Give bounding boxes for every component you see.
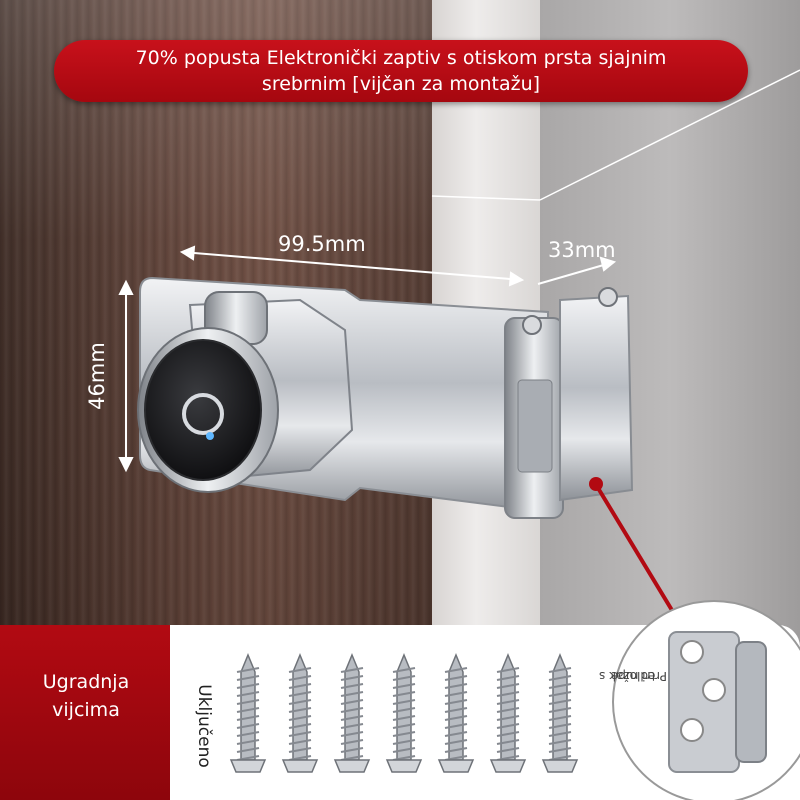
install-panel xyxy=(0,625,172,800)
screw-icon xyxy=(229,653,267,773)
install-line-1: Ugradnja xyxy=(42,671,130,693)
height-dimension-label: 46mm xyxy=(85,342,109,410)
install-caption: Ugradnja vijcima xyxy=(0,668,172,724)
depth-dimension-label: 33mm xyxy=(548,238,616,262)
hole-icon xyxy=(702,678,726,702)
install-line-2: vijcima xyxy=(52,699,120,721)
template-caption: Predložak s tri rupe xyxy=(599,650,688,750)
staple-plate xyxy=(559,294,634,502)
template-inset xyxy=(612,600,800,800)
screw-icon xyxy=(541,653,579,773)
screw-head xyxy=(598,287,618,307)
screw-icon xyxy=(385,653,423,773)
screw-icon xyxy=(281,653,319,773)
hole-icon xyxy=(680,718,704,742)
screw-head xyxy=(522,315,542,335)
included-label-wrap: Uključeno xyxy=(192,668,214,788)
title-line-1: 70% popusta Elektronički zaptiv s otisko… xyxy=(135,47,667,69)
title-line-2: srebrnim [vijčan za montažu] xyxy=(261,73,541,95)
indicator-light xyxy=(206,432,214,440)
screw-icon xyxy=(333,653,371,773)
fingerprint-sensor-icon xyxy=(182,393,224,435)
fingerprint-face xyxy=(144,339,262,481)
template-line-2: tri rupe xyxy=(610,669,656,683)
dimension-arrows xyxy=(118,245,617,473)
title-text: 70% popusta Elektronički zaptiv s otisko… xyxy=(91,45,711,97)
title-banner: 70% popusta Elektronički zaptiv s otisko… xyxy=(54,40,748,102)
included-label: Uključeno xyxy=(194,684,214,768)
width-dimension-label: 99.5mm xyxy=(278,232,366,256)
template-plate-illustration xyxy=(668,631,767,773)
screw-icon xyxy=(489,653,527,773)
hole-icon xyxy=(680,640,704,664)
screws-group xyxy=(229,653,579,773)
callout-dot xyxy=(589,477,603,491)
template-hinge xyxy=(735,641,767,763)
screw-icon xyxy=(437,653,475,773)
guide-line xyxy=(539,69,800,201)
